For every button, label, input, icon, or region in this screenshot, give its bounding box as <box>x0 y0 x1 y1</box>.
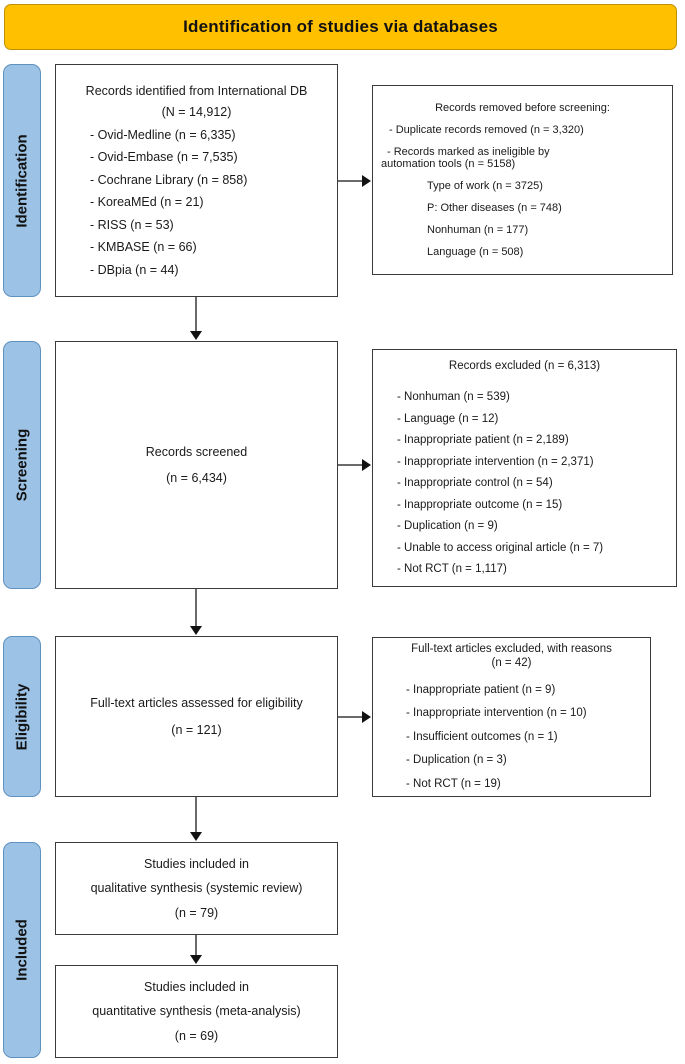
connector-qualitative-to-quantitative <box>195 935 197 956</box>
fulltext-assessed-title: Full-text articles assessed for eligibil… <box>90 696 303 710</box>
source-item: - Ovid-Medline (n = 6,335) <box>90 127 236 142</box>
box-qualitative-synthesis: Studies included in qualitative synthesi… <box>55 842 338 935</box>
records-identified-total: (N = 14,912) <box>161 105 232 120</box>
source-item: - KMBASE (n = 66) <box>90 240 197 255</box>
diagram-header-banner: Identification of studies via databases <box>4 4 677 50</box>
box-records-removed: Records removed before screening: - Dupl… <box>372 85 673 275</box>
exclusion-reason-item: - Nonhuman (n = 539) <box>397 391 510 403</box>
qualitative-count: (n = 79) <box>174 905 219 920</box>
stage-label-included-text: Included <box>13 919 31 981</box>
box-fulltext-assessed: Full-text articles assessed for eligibil… <box>55 636 338 797</box>
stage-label-identification: Identification <box>3 64 41 297</box>
fulltext-exclusion-reason-item: - Inappropriate intervention (n = 10) <box>406 707 587 720</box>
removal-reason-item: Type of work (n = 3725) <box>427 179 543 192</box>
records-screened-title: Records screened <box>145 444 248 459</box>
exclusion-reason-item: - Language (n = 12) <box>397 412 499 425</box>
stage-label-screening-text: Screening <box>13 428 31 502</box>
exclusion-reason-item: - Duplication (n = 9) <box>397 520 498 532</box>
connector-screened-to-excluded <box>338 464 362 466</box>
connector-identified-to-screened <box>195 297 197 332</box>
box-quantitative-synthesis: Studies included in quantitative synthes… <box>55 965 338 1058</box>
records-removed-automation-line1: - Records marked as ineligible by <box>387 145 550 158</box>
quantitative-line1: Studies included in <box>144 979 249 994</box>
fulltext-exclusion-reason-item: - Inappropriate patient (n = 9) <box>406 683 556 696</box>
exclusion-reason-item: - Inappropriate intervention (n = 2,371) <box>397 455 594 468</box>
source-item: - Ovid-Embase (n = 7,535) <box>90 150 238 165</box>
exclusion-reason-item: - Not RCT (n = 1,117) <box>397 563 507 575</box>
arrow-identified-to-screened-icon <box>190 331 202 340</box>
connector-screened-to-fulltext <box>195 589 197 626</box>
connector-identified-to-removed <box>338 180 362 182</box>
arrow-screened-to-fulltext-icon <box>190 626 202 635</box>
fulltext-assessed-count: (n = 121) <box>171 722 222 737</box>
arrow-screened-to-excluded-icon <box>362 459 371 471</box>
removal-reason-item: P: Other diseases (n = 748) <box>427 201 562 214</box>
page-title: Identification of studies via databases <box>183 17 498 36</box>
box-records-excluded: Records excluded (n = 6,313) - Nonhuman … <box>372 349 677 587</box>
fulltext-exclusion-reason-item: - Duplication (n = 3) <box>406 754 507 767</box>
records-removed-automation-line2: automation tools (n = 5158) <box>381 157 516 170</box>
removal-reason-item: Nonhuman (n = 177) <box>427 223 529 236</box>
records-identified-title: Records identified from International DB <box>85 83 308 98</box>
fulltext-exclusion-reason-item: - Not RCT (n = 19) <box>406 777 501 790</box>
stage-label-eligibility: Eligibility <box>3 636 41 797</box>
stage-label-eligibility-text: Eligibility <box>13 683 31 750</box>
source-item: - KoreaMEd (n = 21) <box>90 195 204 210</box>
connector-fulltext-to-excluded <box>338 716 362 718</box>
records-excluded-title: Records excluded (n = 6,313) <box>448 359 601 372</box>
arrow-fulltext-to-excluded-icon <box>362 711 371 723</box>
records-removed-duplicate: - Duplicate records removed (n = 3,320) <box>389 123 584 136</box>
fulltext-exclusion-reason-item: - Insufficient outcomes (n = 1) <box>406 730 558 743</box>
fulltext-excluded-count: (n = 42) <box>491 657 532 670</box>
exclusion-reason-item: - Inappropriate outcome (n = 15) <box>397 498 563 511</box>
quantitative-count: (n = 69) <box>174 1028 219 1043</box>
arrow-qualitative-to-quantitative-icon <box>190 955 202 964</box>
stage-label-screening: Screening <box>3 341 41 589</box>
box-records-screened: Records screened (n = 6,434) <box>55 341 338 589</box>
exclusion-reason-item: - Unable to access original article (n =… <box>397 541 604 554</box>
records-screened-count: (n = 6,434) <box>166 471 227 485</box>
source-item: - DBpia (n = 44) <box>90 262 179 277</box>
stage-label-identification-text: Identification <box>13 133 31 228</box>
arrow-identified-to-removed-icon <box>362 175 371 187</box>
records-removed-title: Records removed before screening: <box>435 101 610 114</box>
box-fulltext-excluded: Full-text articles excluded, with reason… <box>372 637 651 797</box>
source-item: - RISS (n = 53) <box>90 217 174 232</box>
connector-fulltext-to-qualitative <box>195 797 197 832</box>
box-records-identified: Records identified from International DB… <box>55 64 338 297</box>
qualitative-line1: Studies included in <box>144 856 249 871</box>
fulltext-excluded-title: Full-text articles excluded, with reason… <box>411 642 612 655</box>
arrow-fulltext-to-qualitative-icon <box>190 832 202 841</box>
qualitative-line2: qualitative synthesis (systemic review) <box>90 881 303 896</box>
exclusion-reason-item: - Inappropriate control (n = 54) <box>397 477 553 489</box>
source-item: - Cochrane Library (n = 858) <box>90 172 248 187</box>
removal-reason-item: Language (n = 508) <box>427 245 524 258</box>
stage-label-included: Included <box>3 842 41 1058</box>
exclusion-reason-item: - Inappropriate patient (n = 2,189) <box>397 434 569 446</box>
quantitative-line2: quantitative synthesis (meta-analysis) <box>92 1004 301 1019</box>
